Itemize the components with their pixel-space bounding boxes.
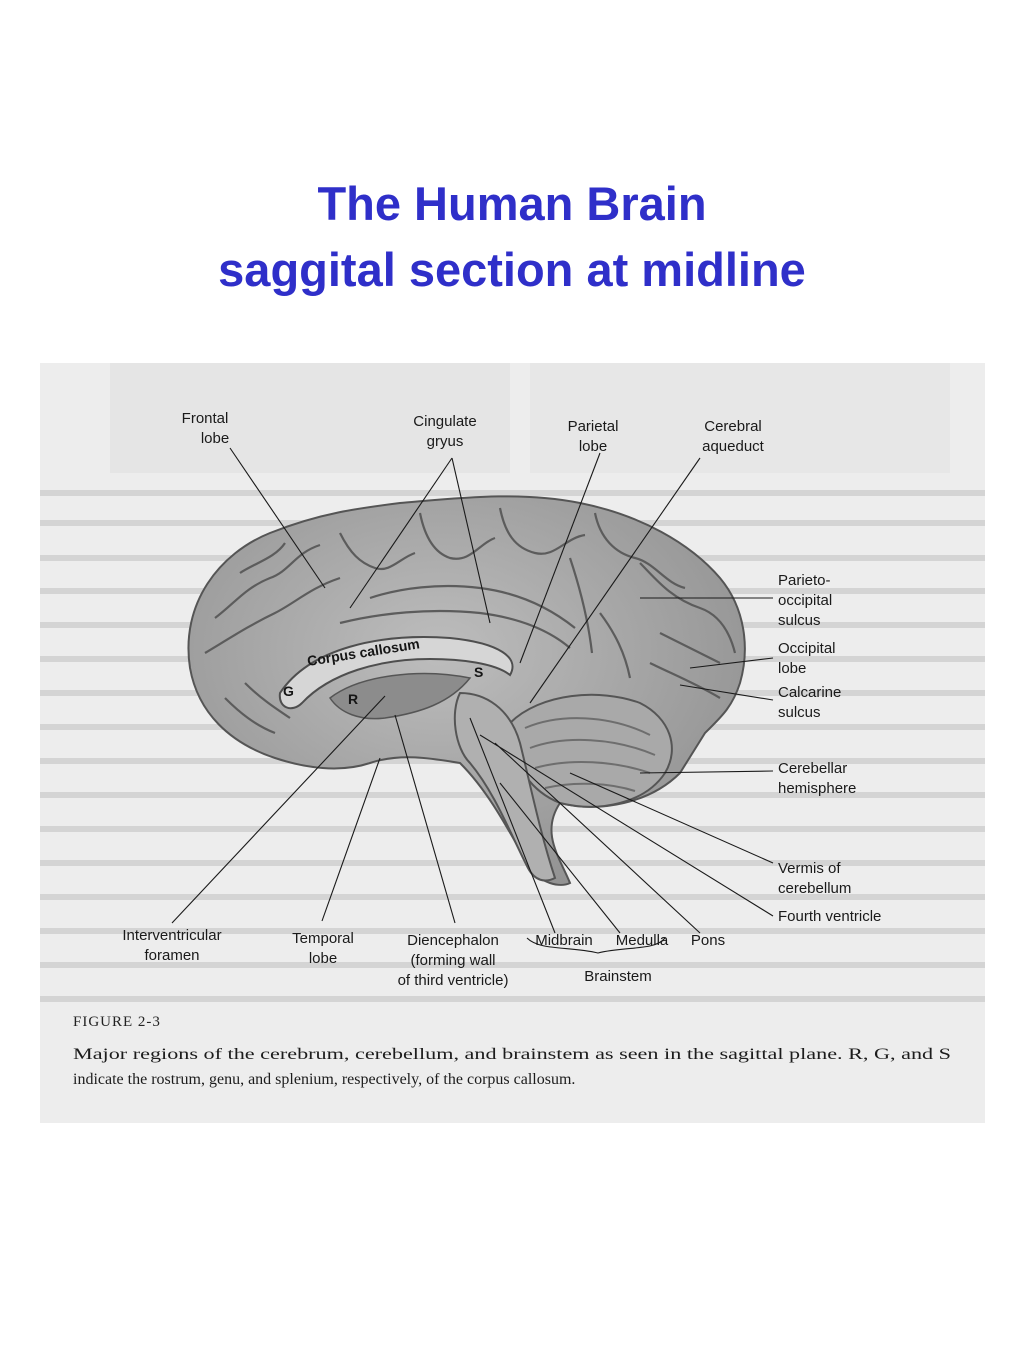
figure-labels: Frontal lobe Cingulate gryus Parietal lo… — [122, 410, 881, 989]
label-frontal-lobe: Frontal — [182, 410, 229, 427]
label-occipital-lobe: Occipital — [778, 640, 836, 657]
label-calcarine-sulcus: Calcarine — [778, 684, 841, 701]
label-diencephalon-2: (forming wall — [410, 952, 495, 969]
label-occipital-lobe-2: lobe — [778, 660, 806, 677]
label-medulla: Medulla — [616, 932, 669, 949]
figure-caption-line-1: Major regions of the cerebrum, cerebellu… — [73, 1046, 951, 1063]
label-rostrum: R — [348, 691, 358, 707]
label-cerebral-aqueduct: Cerebral — [704, 418, 762, 435]
pointer-lines — [171, 447, 774, 954]
label-cerebellar-hemisphere: Cerebellar — [778, 760, 847, 777]
page-title-line-1: The Human Brain — [317, 177, 707, 230]
label-frontal-lobe-2: lobe — [201, 430, 229, 447]
label-midbrain: Midbrain — [535, 932, 593, 949]
label-vermis-2: cerebellum — [778, 880, 851, 897]
label-cingulate: Cingulate — [413, 413, 476, 430]
label-splenium: S — [474, 664, 483, 680]
label-calcarine-sulcus-2: sulcus — [778, 704, 821, 721]
label-temporal-lobe: Temporal — [292, 930, 354, 947]
label-genu: G — [283, 683, 294, 699]
label-cerebral-aqueduct-2: aqueduct — [702, 438, 765, 455]
label-diencephalon-3: of third ventricle) — [398, 972, 509, 989]
label-pons: Pons — [691, 932, 725, 949]
label-diencephalon: Diencephalon — [407, 932, 499, 949]
label-parieto-occipital-3: sulcus — [778, 612, 821, 629]
label-parietal-lobe-2: lobe — [579, 438, 607, 455]
label-parieto-occipital-2: occipital — [778, 592, 832, 609]
page-title-line-2: saggital section at midline — [218, 243, 806, 296]
label-interventricular-foramen: Interventricular — [122, 927, 221, 944]
bleed-through-block — [110, 363, 510, 473]
brain-figure: Frontal lobe Cingulate gryus Parietal lo… — [40, 363, 985, 1123]
figure-caption-heading: FIGURE 2-3 — [73, 1014, 161, 1030]
label-cingulate-2: gryus — [427, 433, 464, 450]
figure-caption-line-2: indicate the rostrum, genu, and splenium… — [73, 1071, 575, 1088]
label-fourth-ventricle: Fourth ventricle — [778, 908, 881, 925]
label-vermis: Vermis of — [778, 860, 841, 877]
label-interventricular-foramen-2: foramen — [144, 947, 199, 964]
label-brainstem: Brainstem — [584, 968, 652, 985]
label-parietal-lobe: Parietal — [568, 418, 619, 435]
label-parieto-occipital: Parieto- — [778, 572, 831, 589]
label-temporal-lobe-2: lobe — [309, 950, 337, 967]
label-cerebellar-hemisphere-2: hemisphere — [778, 780, 856, 797]
bleed-through-block — [530, 363, 950, 473]
